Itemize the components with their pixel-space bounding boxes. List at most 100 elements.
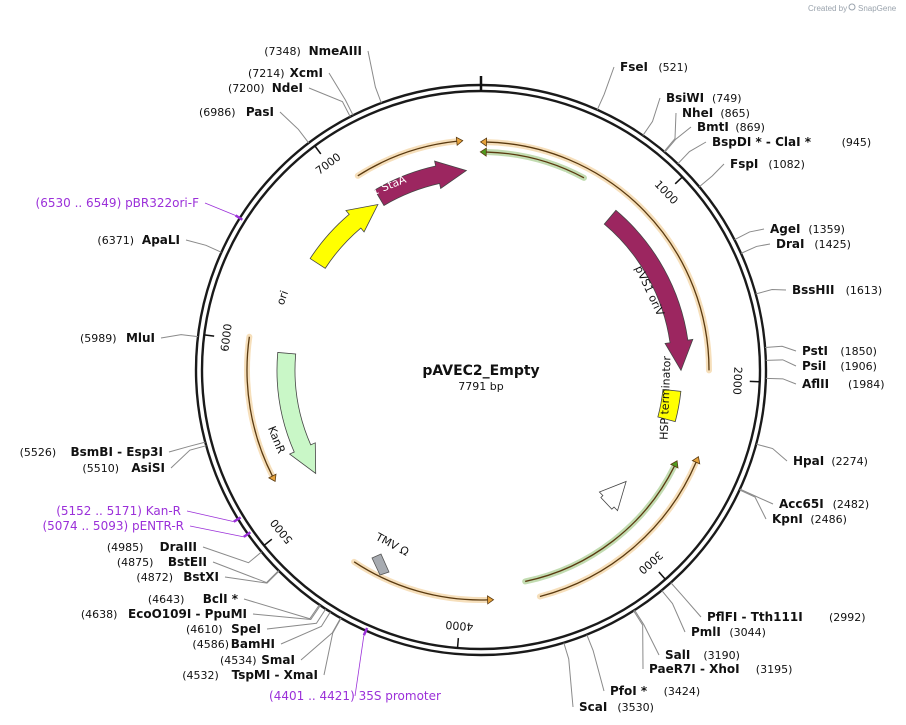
site-name: NmeAIII <box>309 44 362 58</box>
site-agei: AgeI (1359) <box>770 222 845 236</box>
site-leader-line <box>739 489 767 520</box>
orf-arrowhead-icon <box>479 137 488 147</box>
site-name: HpaI <box>793 454 824 468</box>
site-name: BclI * <box>203 592 239 606</box>
site-bamhi: BamHI(4586) <box>192 637 275 651</box>
site-position: (2486) <box>810 513 847 526</box>
site-mlui: MluI (5989) <box>80 331 155 345</box>
site-leader-line <box>756 443 788 462</box>
site-name: BssHII <box>792 283 834 297</box>
site-leader-line <box>323 618 342 676</box>
site-name: BamHI <box>231 637 275 651</box>
site-leader-line <box>266 608 327 630</box>
site-position: (5510) <box>82 462 119 475</box>
scale-tick-label: 4000 <box>445 618 474 633</box>
site-leader-line <box>677 141 707 165</box>
site-leader-line <box>698 163 725 188</box>
site-leader-line <box>168 441 206 453</box>
site-position: (2992) <box>829 611 866 624</box>
site-position: (3424) <box>664 685 701 698</box>
orf-arc <box>486 151 585 179</box>
site-position: (2482) <box>833 498 870 511</box>
primer-binding-mark <box>234 214 244 221</box>
site-position: (5989) <box>80 332 117 345</box>
site-name: FspI <box>730 157 758 171</box>
feature-shape <box>374 160 468 207</box>
primer-kan-r: (5152 .. 5171) Kan-R <box>56 504 242 523</box>
plasmid-name: pAVEC2_Empty <box>422 363 539 379</box>
site-leader-line <box>765 345 797 352</box>
site-bsiwi: BsiWI(749) <box>666 91 742 105</box>
site-bcli: BclI * (4643) <box>148 592 239 606</box>
feature-label: TMV Ω <box>373 530 411 559</box>
site-name: SpeI <box>231 622 261 636</box>
site-name: AgeI <box>770 222 800 236</box>
site-position: (3190) <box>703 649 740 662</box>
site-pmli: PmlI (3044) <box>691 625 766 639</box>
primer-labels: (6530 .. 6549) pBR322ori-F(5152 .. 5171)… <box>36 196 441 703</box>
site-name: FseI <box>620 60 648 74</box>
site-pasi: PasI(6986) <box>199 105 274 119</box>
site-leader-line <box>739 488 774 505</box>
site-position: (3044) <box>729 626 766 639</box>
site-leader-line <box>634 609 660 656</box>
site-leader-line <box>279 111 310 144</box>
site-name: Acc65I <box>779 497 824 511</box>
primer-pentr-r: (5074 .. 5093) pENTR-R <box>42 519 252 538</box>
site-position: (4875) <box>117 556 154 569</box>
site-leader-line <box>734 228 765 241</box>
site-name: AflII <box>802 377 829 391</box>
feature-tmv-omega: TMV Ω <box>371 530 411 576</box>
site-sali: SalI(3190) <box>665 648 740 662</box>
site-aflii: AflII(1984) <box>802 377 885 391</box>
orf-arc-halo <box>536 459 700 600</box>
site-name: PsiI <box>802 359 826 373</box>
site-fspi: FspI(1082) <box>730 157 805 171</box>
orf-arc <box>539 461 697 598</box>
feature-label: pVS1 RepA <box>554 167 614 207</box>
restriction-site-labels: FseI(521)BsiWI(749)NheI(865)BmtI(869)Bsp… <box>20 44 885 714</box>
site-leader-line <box>224 570 280 584</box>
site-asisi: AsiSI(5510) <box>82 461 165 475</box>
site-drai: DraI(1425) <box>776 237 851 251</box>
site-position: (7214) <box>248 67 285 80</box>
site-leader-line <box>328 72 354 116</box>
site-leader-line <box>633 610 644 670</box>
site-name: BspDI * - ClaI * <box>712 135 812 149</box>
feature-shape <box>603 209 694 372</box>
feature-ori: ori <box>274 203 379 307</box>
site-kpni: KpnI(2486) <box>772 512 847 526</box>
site-name: MluI <box>126 331 155 345</box>
site-bsteii: BstEII(4875) <box>117 555 207 569</box>
site-leader-line <box>755 288 787 295</box>
feature-shape <box>598 480 627 512</box>
primer-label: (4401 .. 4421) 35S promoter <box>269 689 441 703</box>
site-leader-line <box>563 642 574 708</box>
site-leader-line <box>308 87 351 117</box>
site-position: (4643) <box>148 593 185 606</box>
site-leader-line <box>185 239 222 253</box>
site-name: PstI <box>802 344 828 358</box>
site-position: (3530) <box>617 701 654 714</box>
primer-range: (5152 .. 5171) <box>56 504 146 518</box>
site-leader-line <box>160 334 199 339</box>
site-bsmbi-esp3i: BsmBI - Esp3I(5526) <box>20 445 163 459</box>
site-name: ScaI <box>579 700 607 714</box>
orf-arc-halo <box>351 558 491 603</box>
plasmid-backbone <box>194 76 768 657</box>
scale-tick-label: 5000 <box>268 516 296 546</box>
feature-kanr: KanR <box>265 352 317 475</box>
scale-tick <box>263 538 273 547</box>
orf-arrowhead-icon <box>455 136 464 147</box>
site-leader-line <box>212 561 279 584</box>
site-nhei: NheI(865) <box>682 106 750 120</box>
site-bmti: BmtI(869) <box>697 120 765 134</box>
site-name: PmlI <box>691 625 721 639</box>
site-pfoi: PfoI *(3424) <box>610 684 700 698</box>
site-leader-line <box>280 611 331 645</box>
site-leader-line <box>243 598 320 620</box>
primer-leader-line <box>189 525 244 538</box>
orf-arrowhead-icon <box>267 473 277 483</box>
site-position: (1359) <box>808 223 845 236</box>
primer-label: (5152 .. 5171) Kan-R <box>56 504 181 518</box>
